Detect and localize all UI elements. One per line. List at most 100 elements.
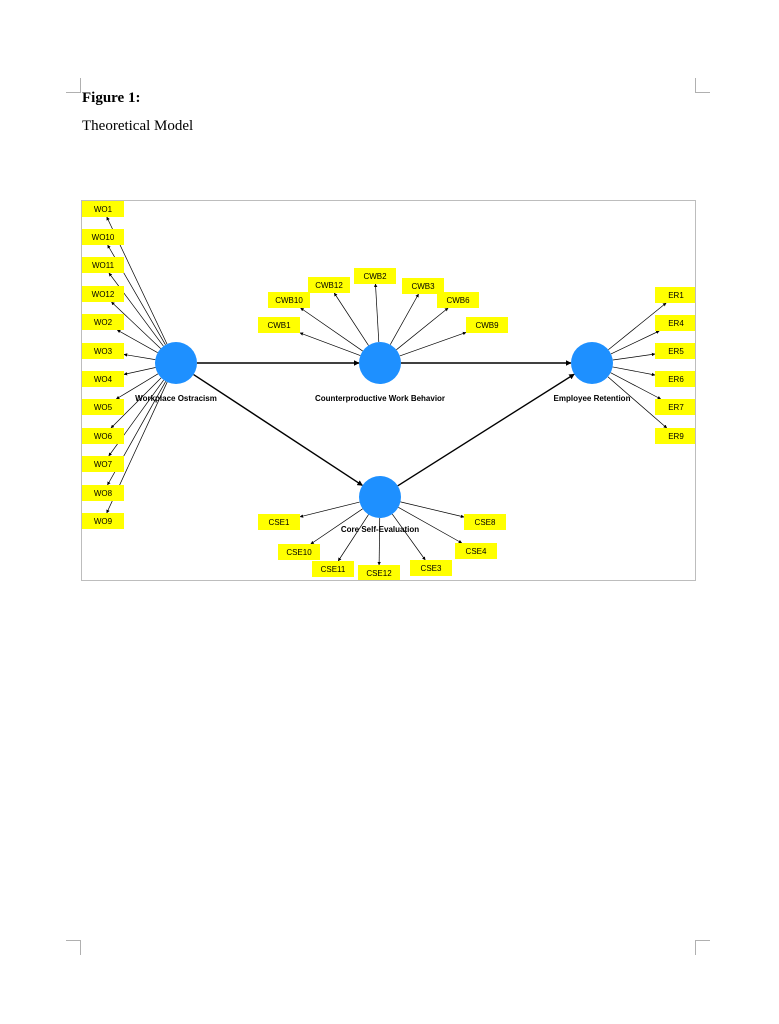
indicator-label: CSE4: [466, 547, 487, 556]
indicator-box: [655, 287, 695, 303]
indicator-arrow-cwb9: [399, 331, 467, 357]
indicator-arrow-cwb12: [333, 292, 369, 346]
indicator-wo1: WO1: [82, 201, 124, 217]
indicator-arrow-cse12: [377, 517, 381, 566]
indicator-box: [655, 315, 695, 331]
indicator-box: [655, 428, 695, 444]
indicator-label: ER7: [668, 403, 684, 412]
construct-label: Employee Retention: [554, 394, 631, 403]
construct-label: Core Self-Evaluation: [341, 525, 419, 534]
indicator-box: [278, 544, 320, 560]
indicator-arrow-cwb10: [300, 307, 363, 352]
indicator-arrow-er1: [608, 302, 667, 351]
indicator-cwb10: CWB10: [268, 292, 310, 308]
indicator-cse11: CSE11: [312, 561, 354, 577]
indicator-arrow-wo2: [116, 329, 158, 354]
indicator-label: WO10: [92, 233, 115, 242]
indicator-arrow-wo5: [115, 373, 159, 400]
indicator-box: [402, 278, 444, 294]
indicator-label: ER9: [668, 432, 684, 441]
indicator-box: [82, 513, 124, 529]
indicator-label: ER6: [668, 375, 684, 384]
indicator-label: WO9: [94, 517, 113, 526]
indicator-box: [258, 317, 300, 333]
construct-cse: Core Self-Evaluation: [341, 476, 419, 534]
indicator-wo8: WO8: [82, 485, 124, 501]
indicator-box: [82, 428, 124, 444]
indicator-label: WO1: [94, 205, 113, 214]
indicator-cse10: CSE10: [278, 544, 320, 560]
indicator-cse8: CSE8: [464, 514, 506, 530]
indicator-arrow-wo4: [123, 367, 156, 376]
indicator-box: [655, 343, 695, 359]
indicator-arrow-wo12: [111, 301, 161, 349]
indicator-box: [82, 456, 124, 472]
indicator-wo4: WO4: [82, 371, 124, 387]
crop-mark-bottom-left: [66, 940, 81, 955]
indicator-label: CSE1: [269, 518, 290, 527]
indicator-er6: ER6: [655, 371, 695, 387]
indicator-label: WO2: [94, 318, 113, 327]
indicator-box: [82, 314, 124, 330]
indicator-box: [358, 565, 400, 580]
indicator-wo12: WO12: [82, 286, 124, 302]
indicator-label: WO5: [94, 403, 113, 412]
indicator-box: [354, 268, 396, 284]
indicator-wo9: WO9: [82, 513, 124, 529]
indicator-label: WO12: [92, 290, 115, 299]
indicator-wo2: WO2: [82, 314, 124, 330]
indicator-box: [82, 286, 124, 302]
indicator-cse3: CSE3: [410, 560, 452, 576]
indicator-label: CWB2: [363, 272, 387, 281]
indicator-wo11: WO11: [82, 257, 124, 273]
indicator-box: [82, 201, 124, 217]
indicator-box: [655, 399, 695, 415]
indicator-label: WO8: [94, 489, 113, 498]
indicator-cwb12: CWB12: [308, 277, 350, 293]
indicator-wo5: WO5: [82, 399, 124, 415]
indicator-box: [410, 560, 452, 576]
indicator-box: [655, 371, 695, 387]
indicator-box: [466, 317, 508, 333]
indicator-label: CWB1: [267, 321, 291, 330]
indicator-box: [82, 371, 124, 387]
indicator-cwb9: CWB9: [466, 317, 508, 333]
construct-label: Workplace Ostracism: [135, 394, 217, 403]
indicator-arrow-wo3: [123, 353, 156, 360]
indicator-cse1: CSE1: [258, 514, 300, 530]
indicator-arrow-er9: [607, 376, 668, 429]
indicator-arrow-er5: [612, 352, 656, 361]
indicator-label: CSE8: [475, 518, 496, 527]
crop-mark-top-right: [695, 78, 710, 93]
indicator-arrow-cse4: [398, 506, 463, 544]
indicator-arrow-cse3: [391, 513, 426, 561]
construct-er: Employee Retention: [554, 342, 631, 403]
construct-circle: [155, 342, 197, 384]
figure-caption: Theoretical Model: [82, 118, 194, 134]
path-cse-to-er: [397, 373, 575, 487]
indicator-box: [82, 343, 124, 359]
indicator-label: CWB6: [446, 296, 470, 305]
construct-circle: [359, 476, 401, 518]
indicator-arrow-wo6: [110, 377, 162, 429]
indicator-cse4: CSE4: [455, 543, 497, 559]
indicator-box: [308, 277, 350, 293]
indicator-box: [268, 292, 310, 308]
indicator-arrow-wo7: [108, 379, 164, 457]
path-wo-to-cse: [193, 373, 363, 487]
indicator-box: [455, 543, 497, 559]
indicator-arrow-er7: [610, 372, 662, 400]
indicator-arrow-cse10: [310, 508, 363, 545]
indicator-label: CSE12: [366, 569, 392, 578]
crop-mark-top-left: [66, 78, 81, 93]
indicator-arrow-er6: [612, 366, 656, 377]
indicator-label: CWB3: [411, 282, 435, 291]
indicator-arrow-cwb1: [299, 332, 361, 356]
indicator-label: CSE3: [421, 564, 442, 573]
indicator-arrow-wo11: [108, 272, 164, 347]
indicator-box: [312, 561, 354, 577]
construct-circle: [359, 342, 401, 384]
indicator-wo7: WO7: [82, 456, 124, 472]
figure-label: Figure 1:: [82, 90, 141, 106]
indicator-label: CWB10: [275, 296, 303, 305]
